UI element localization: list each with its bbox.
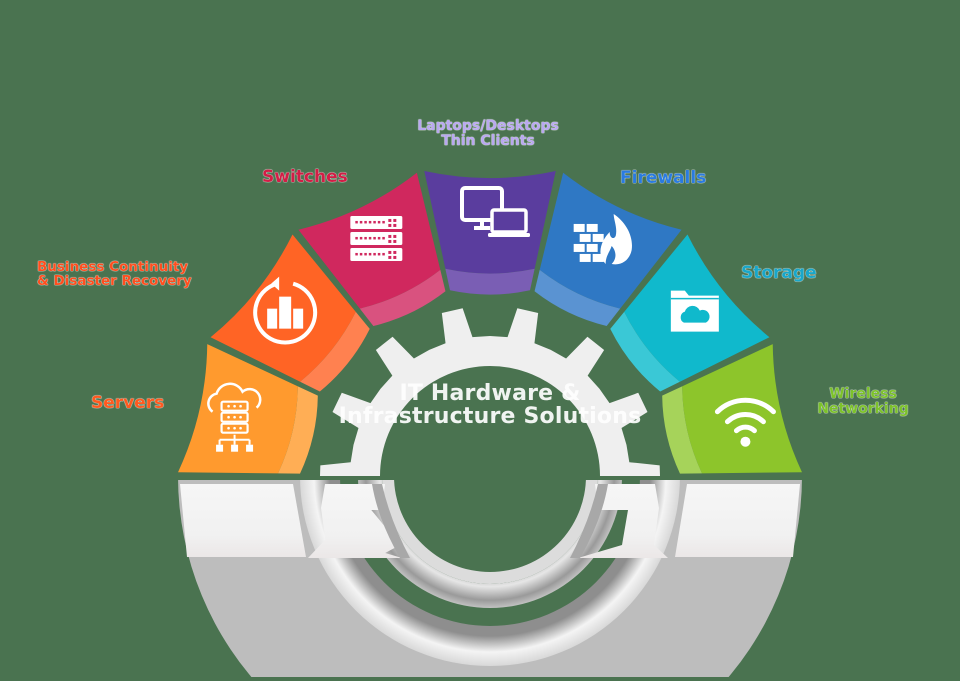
segment-laptops-desktops	[424, 170, 556, 295]
desktop-laptop-icon	[460, 186, 530, 237]
wifi-icon	[714, 397, 776, 447]
label-laptops-desktops: Laptops/Desktops Thin Clients	[417, 118, 559, 149]
label-servers: Servers	[91, 393, 165, 413]
cloud-server-icon	[207, 382, 262, 452]
icons-layer	[207, 186, 776, 452]
label-wireless-networking: Wireless Networking	[817, 386, 909, 417]
building-recovery-icon	[253, 276, 318, 345]
label-storage: Storage	[741, 263, 817, 283]
segment-servers	[178, 344, 318, 474]
base-bands	[178, 476, 802, 558]
gear	[320, 308, 660, 608]
segment-wireless-networking	[662, 344, 802, 474]
label-firewalls: Firewalls	[620, 168, 707, 188]
network-switch-icon	[350, 215, 403, 261]
label-business-continuity: Business Continuity & Disaster Recovery	[37, 259, 192, 290]
label-switches: Switches	[262, 167, 348, 187]
cloud-folder-icon	[670, 290, 719, 332]
firewall-icon	[573, 213, 632, 265]
center-title: IT Hardware & Infrastructure Solutions	[338, 381, 642, 430]
segments-layer	[178, 170, 802, 681]
